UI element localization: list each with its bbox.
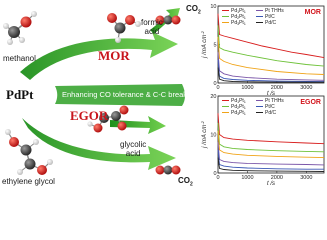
legend-label: Pd/C [265, 20, 277, 26]
glycolic-line1: glycolic [120, 140, 147, 149]
series-line-0 [217, 113, 325, 145]
x-tick-label: 3000 [300, 175, 312, 181]
chart-tag-mor: MOR [305, 9, 321, 16]
x-tick-label: 0 [216, 175, 219, 181]
x-tick-label: 0 [216, 85, 219, 91]
formic-acid-line1: formic [141, 18, 163, 27]
y-tick-label: 10 [210, 4, 216, 10]
formic-acid-molecule [107, 13, 141, 43]
series-line-1 [217, 25, 325, 67]
legend-label: Pt THHs [265, 8, 284, 14]
reaction-scheme [3, 8, 185, 175]
formic-acid-line2: acid [144, 27, 160, 36]
legend-label: Pd2Pt1 [231, 14, 246, 20]
y-axis-label: j /mA cm-2 [200, 30, 208, 58]
legend-label: Pd1Pt1 [231, 8, 246, 14]
x-tick-label: 1000 [241, 175, 253, 181]
co2-bottom-sub: 2 [190, 181, 193, 188]
x-axis-label: t /s [267, 91, 275, 97]
egor-label: EGOR [70, 108, 109, 123]
series-line-2 [217, 36, 325, 75]
legend-label: Pd1Pt1 [231, 98, 246, 104]
mor-pathway-arrow [20, 32, 178, 80]
legend-label: Pd2Pt1 [231, 104, 246, 110]
methanol-label: methanol [3, 54, 36, 63]
legend-label: Pt THHs [265, 98, 284, 104]
formic-acid-label: formic acid [141, 18, 163, 36]
legend-label: Pd/C [265, 110, 277, 116]
catalyst-label: PdPt [6, 87, 34, 102]
legend-label: Pt/C [265, 104, 275, 110]
x-axis-label: t /s [267, 181, 275, 187]
series-line-3 [217, 142, 325, 166]
y-tick-label: 0 [213, 171, 216, 177]
y-tick-label: 5 [213, 43, 216, 49]
x-tick-label: 2000 [271, 175, 283, 181]
series-line-2 [217, 130, 325, 159]
y-tick-label: 20 [210, 94, 216, 100]
chart-mor: 0 1000 2000 3000 0 5 10 t /s j /mA cm-2 MOR Pd1Pt1… [200, 4, 325, 97]
glycolic-acid-label: glycolic acid [120, 140, 146, 158]
legend-label: Pd3Pt1 [231, 110, 246, 116]
series-line-1 [217, 122, 325, 153]
series-line-3 [217, 52, 325, 81]
series-line-4 [217, 149, 324, 170]
legend-label: Pt/C [265, 14, 275, 20]
methanol-molecule [3, 11, 37, 45]
ethylene-glycol-molecule [5, 129, 53, 175]
co2-top-sub: 2 [198, 9, 201, 16]
co2-label-top: CO2 [186, 4, 201, 16]
y-axis-label: j /mA cm-2 [200, 120, 208, 148]
series-line-5 [217, 67, 324, 83]
chart-egor: 0 1000 2000 3000 0 10 20 t /s j /mA cm-2 EGOR Pd1P… [200, 94, 325, 187]
banner-band [55, 84, 185, 106]
chart-tag-egor: EGOR [300, 99, 321, 106]
ethylene-glycol-label: ethylene glycol [2, 177, 55, 186]
egor-pathway-arrow [22, 118, 176, 170]
y-tick-label: 10 [210, 133, 216, 139]
mor-label: MOR [98, 48, 130, 63]
series-line-0 [217, 13, 325, 59]
co2-bottom-text: CO [178, 176, 190, 185]
series-line-5 [217, 157, 325, 172]
lower-short-arrow [110, 116, 166, 134]
co2-molecule-top [155, 15, 181, 25]
glycolic-acid-molecule [87, 105, 129, 133]
co2-top-text: CO [186, 4, 198, 13]
y-tick-label: 0 [213, 81, 216, 87]
banner-text: Enhancing CO tolerance & C-C breaking [62, 90, 198, 99]
x-tick-label: 1000 [241, 85, 253, 91]
legend-label: Pd3Pt1 [231, 20, 246, 26]
x-tick-label: 3000 [300, 85, 312, 91]
co2-molecule-bottom [155, 165, 181, 175]
co2-label-bottom: CO2 [178, 176, 193, 188]
glycolic-line2: acid [125, 149, 141, 158]
x-tick-label: 2000 [271, 85, 283, 91]
series-line-4 [217, 59, 325, 83]
